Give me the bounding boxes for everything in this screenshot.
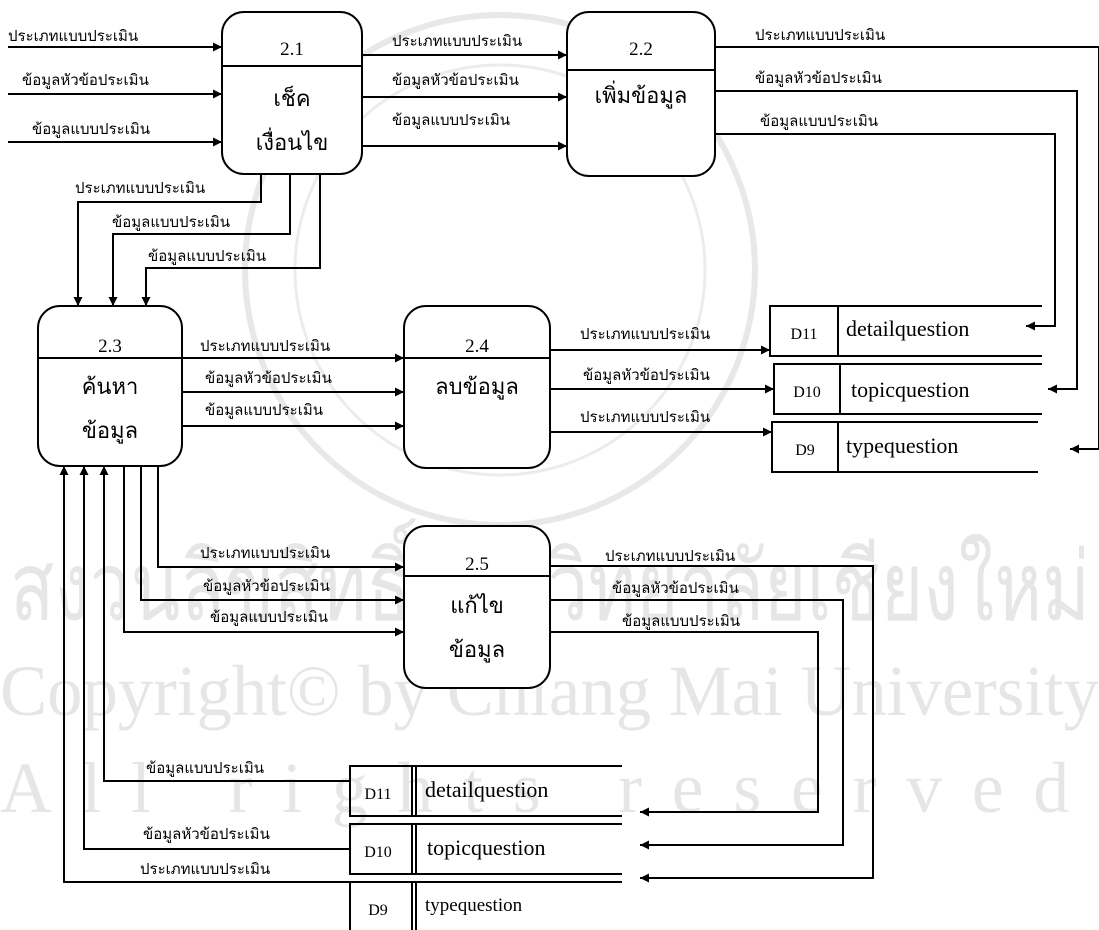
flow-arrow (59, 466, 350, 883)
datastore-top-d11: D11 detailquestion (769, 305, 1042, 357)
flow-arrow (550, 565, 874, 883)
flow-label: ข้อมูลแบบประเมิน (392, 111, 510, 129)
flow-label: ประเภทแบบประเมิน (392, 32, 522, 50)
datastore-name: topicquestion (851, 377, 970, 402)
flow-arrow (79, 466, 350, 850)
datastore-name: typequestion (425, 895, 523, 916)
flow-label: ข้อมูลแบบประเมิน (146, 759, 264, 777)
process-label-line1: เพิ่มข้อมูล (595, 80, 688, 109)
process-2-3: 2.3 ค้นหา ข้อมูล (37, 305, 183, 467)
flow-label: ประเภทแบบประเมิน (200, 544, 330, 562)
flow-label: ข้อมูลหัวข้อประเมิน (203, 577, 330, 595)
process-number: 2.3 (98, 336, 122, 357)
flow-label: ข้อมูลแบบประเมิน (112, 213, 230, 231)
flow-label: ประเภทแบบประเมิน (580, 408, 710, 426)
process-number: 2.4 (465, 336, 489, 357)
flow-arrow (123, 466, 404, 637)
flow-2-1-to-2-2: ประเภทแบบประเมิน ข้อมูลหัวข้อประเมิน ข้อ… (362, 32, 567, 151)
datastore-id: D11 (791, 326, 818, 343)
flow-label: ข้อมูลแบบประเมิน (32, 120, 150, 138)
datastore-name: detailquestion (425, 777, 548, 802)
flow-label: ข้อมูลแบบประเมิน (205, 401, 323, 419)
process-number: 2.5 (465, 554, 489, 575)
process-2-2: 2.2 เพิ่มข้อมูล (566, 11, 716, 177)
datastore-name: typequestion (846, 433, 958, 458)
datastore-bottom-d11: D11 detailquestion (349, 765, 622, 817)
flow-arrow (141, 174, 321, 306)
flow-label: ข้อมูลหัวข้อประเมิน (205, 369, 332, 387)
flow-arrow (715, 90, 1078, 394)
flow-arrow (715, 46, 1099, 454)
flow-2-3-to-2-5: ประเภทแบบประเมิน ข้อมูลหัวข้อประเมิน ข้อ… (123, 466, 404, 637)
flow-arrow (140, 466, 404, 605)
process-number: 2.1 (280, 39, 304, 60)
process-label-line2: ข้อมูล (82, 418, 138, 444)
flow-arrow (550, 631, 819, 817)
flow-arrow (715, 133, 1056, 331)
datastore-id: D11 (365, 786, 392, 803)
flow-label: ประเภทแบบประเมิน (8, 27, 138, 45)
flow-label: ข้อมูลหัวข้อประเมิน (612, 579, 739, 597)
datastore-id: D10 (793, 384, 821, 401)
datastore-name: topicquestion (427, 835, 546, 860)
flow-stores-to-2-3: ข้อมูลแบบประเมิน ข้อมูลหัวข้อประเมิน ประ… (59, 466, 350, 883)
flow-label: ประเภทแบบประเมิน (200, 337, 330, 355)
datastore-id: D10 (364, 844, 392, 861)
datastore-name: detailquestion (846, 316, 969, 341)
watermark-rights: All rights reserved (0, 748, 1099, 828)
flow-label: ประเภทแบบประเมิน (755, 26, 885, 44)
datastore-bottom-d10: D10 topicquestion (349, 823, 622, 875)
flow-arrow (550, 599, 844, 850)
datastore-id: D9 (795, 442, 815, 459)
flow-label: ข้อมูลหัวข้อประเมิน (583, 366, 710, 384)
datastore-id: D9 (368, 902, 388, 919)
process-label-line1: เช็ค (273, 84, 310, 111)
flow-in-to-2-1: ประเภทแบบประเมิน ข้อมูลหัวข้อประเมิน ข้อ… (8, 27, 222, 147)
flow-label: ข้อมูลหัวข้อประเมิน (143, 825, 270, 843)
process-2-5: 2.5 แก้ไข ข้อมูล (403, 525, 551, 689)
process-label-line1: แก้ไข (450, 593, 504, 618)
flow-2-1-to-2-3: ประเภทแบบประเมิน ข้อมูลแบบประเมิน ข้อมูล… (73, 174, 321, 306)
process-label-line2: เงื่อนไข (256, 127, 329, 155)
flow-label: ข้อมูลหัวข้อประเมิน (22, 71, 149, 89)
flow-label: ประเภทแบบประเมิน (75, 179, 205, 197)
flow-label: ข้อมูลแบบประเมิน (148, 247, 266, 265)
flow-label: ข้อมูลแบบประเมิน (760, 112, 878, 130)
process-2-4: 2.4 ลบข้อมูล (403, 305, 551, 469)
datastore-bottom-d9: D9 typequestion (349, 881, 622, 930)
process-label-line1: ลบข้อมูล (435, 374, 519, 400)
process-label-line1: ค้นหา (82, 374, 139, 399)
flow-2-3-to-2-4: ประเภทแบบประเมิน ข้อมูลหัวข้อประเมิน ข้อ… (182, 337, 404, 431)
flow-arrow (108, 174, 291, 306)
flow-arrow (157, 466, 404, 572)
flow-label: ประเภทแบบประเมิน (580, 325, 710, 343)
flow-label: ข้อมูลหัวข้อประเมิน (392, 71, 519, 89)
flow-arrow (73, 174, 262, 306)
flow-label: ประเภทแบบประเมิน (140, 860, 270, 878)
datastore-top-d9: D9 typequestion (771, 421, 1038, 473)
flow-label: ข้อมูลแบบประเมิน (210, 608, 328, 626)
flow-2-5-to-stores: ประเภทแบบประเมิน ข้อมูลหัวข้อประเมิน ข้อ… (550, 547, 874, 883)
process-number: 2.2 (629, 39, 653, 60)
flow-arrow (99, 466, 350, 782)
flow-label: ประเภทแบบประเมิน (605, 547, 735, 565)
watermark-seal-inner (293, 63, 707, 477)
flow-label: ข้อมูลแบบประเมิน (622, 612, 740, 630)
datastore-top-d10: D10 topicquestion (773, 363, 1042, 415)
flow-label: ข้อมูลหัวข้อประเมิน (755, 69, 882, 87)
process-label-line2: ข้อมูล (449, 637, 505, 663)
process-2-1: 2.1 เช็ค เงื่อนไข (221, 11, 363, 175)
flow-2-4-to-stores: ประเภทแบบประเมิน ข้อมูลหัวข้อประเมิน ประ… (550, 325, 774, 437)
flow-2-2-to-stores: ประเภทแบบประเมิน ข้อมูลหัวข้อประเมิน ข้อ… (715, 26, 1099, 454)
